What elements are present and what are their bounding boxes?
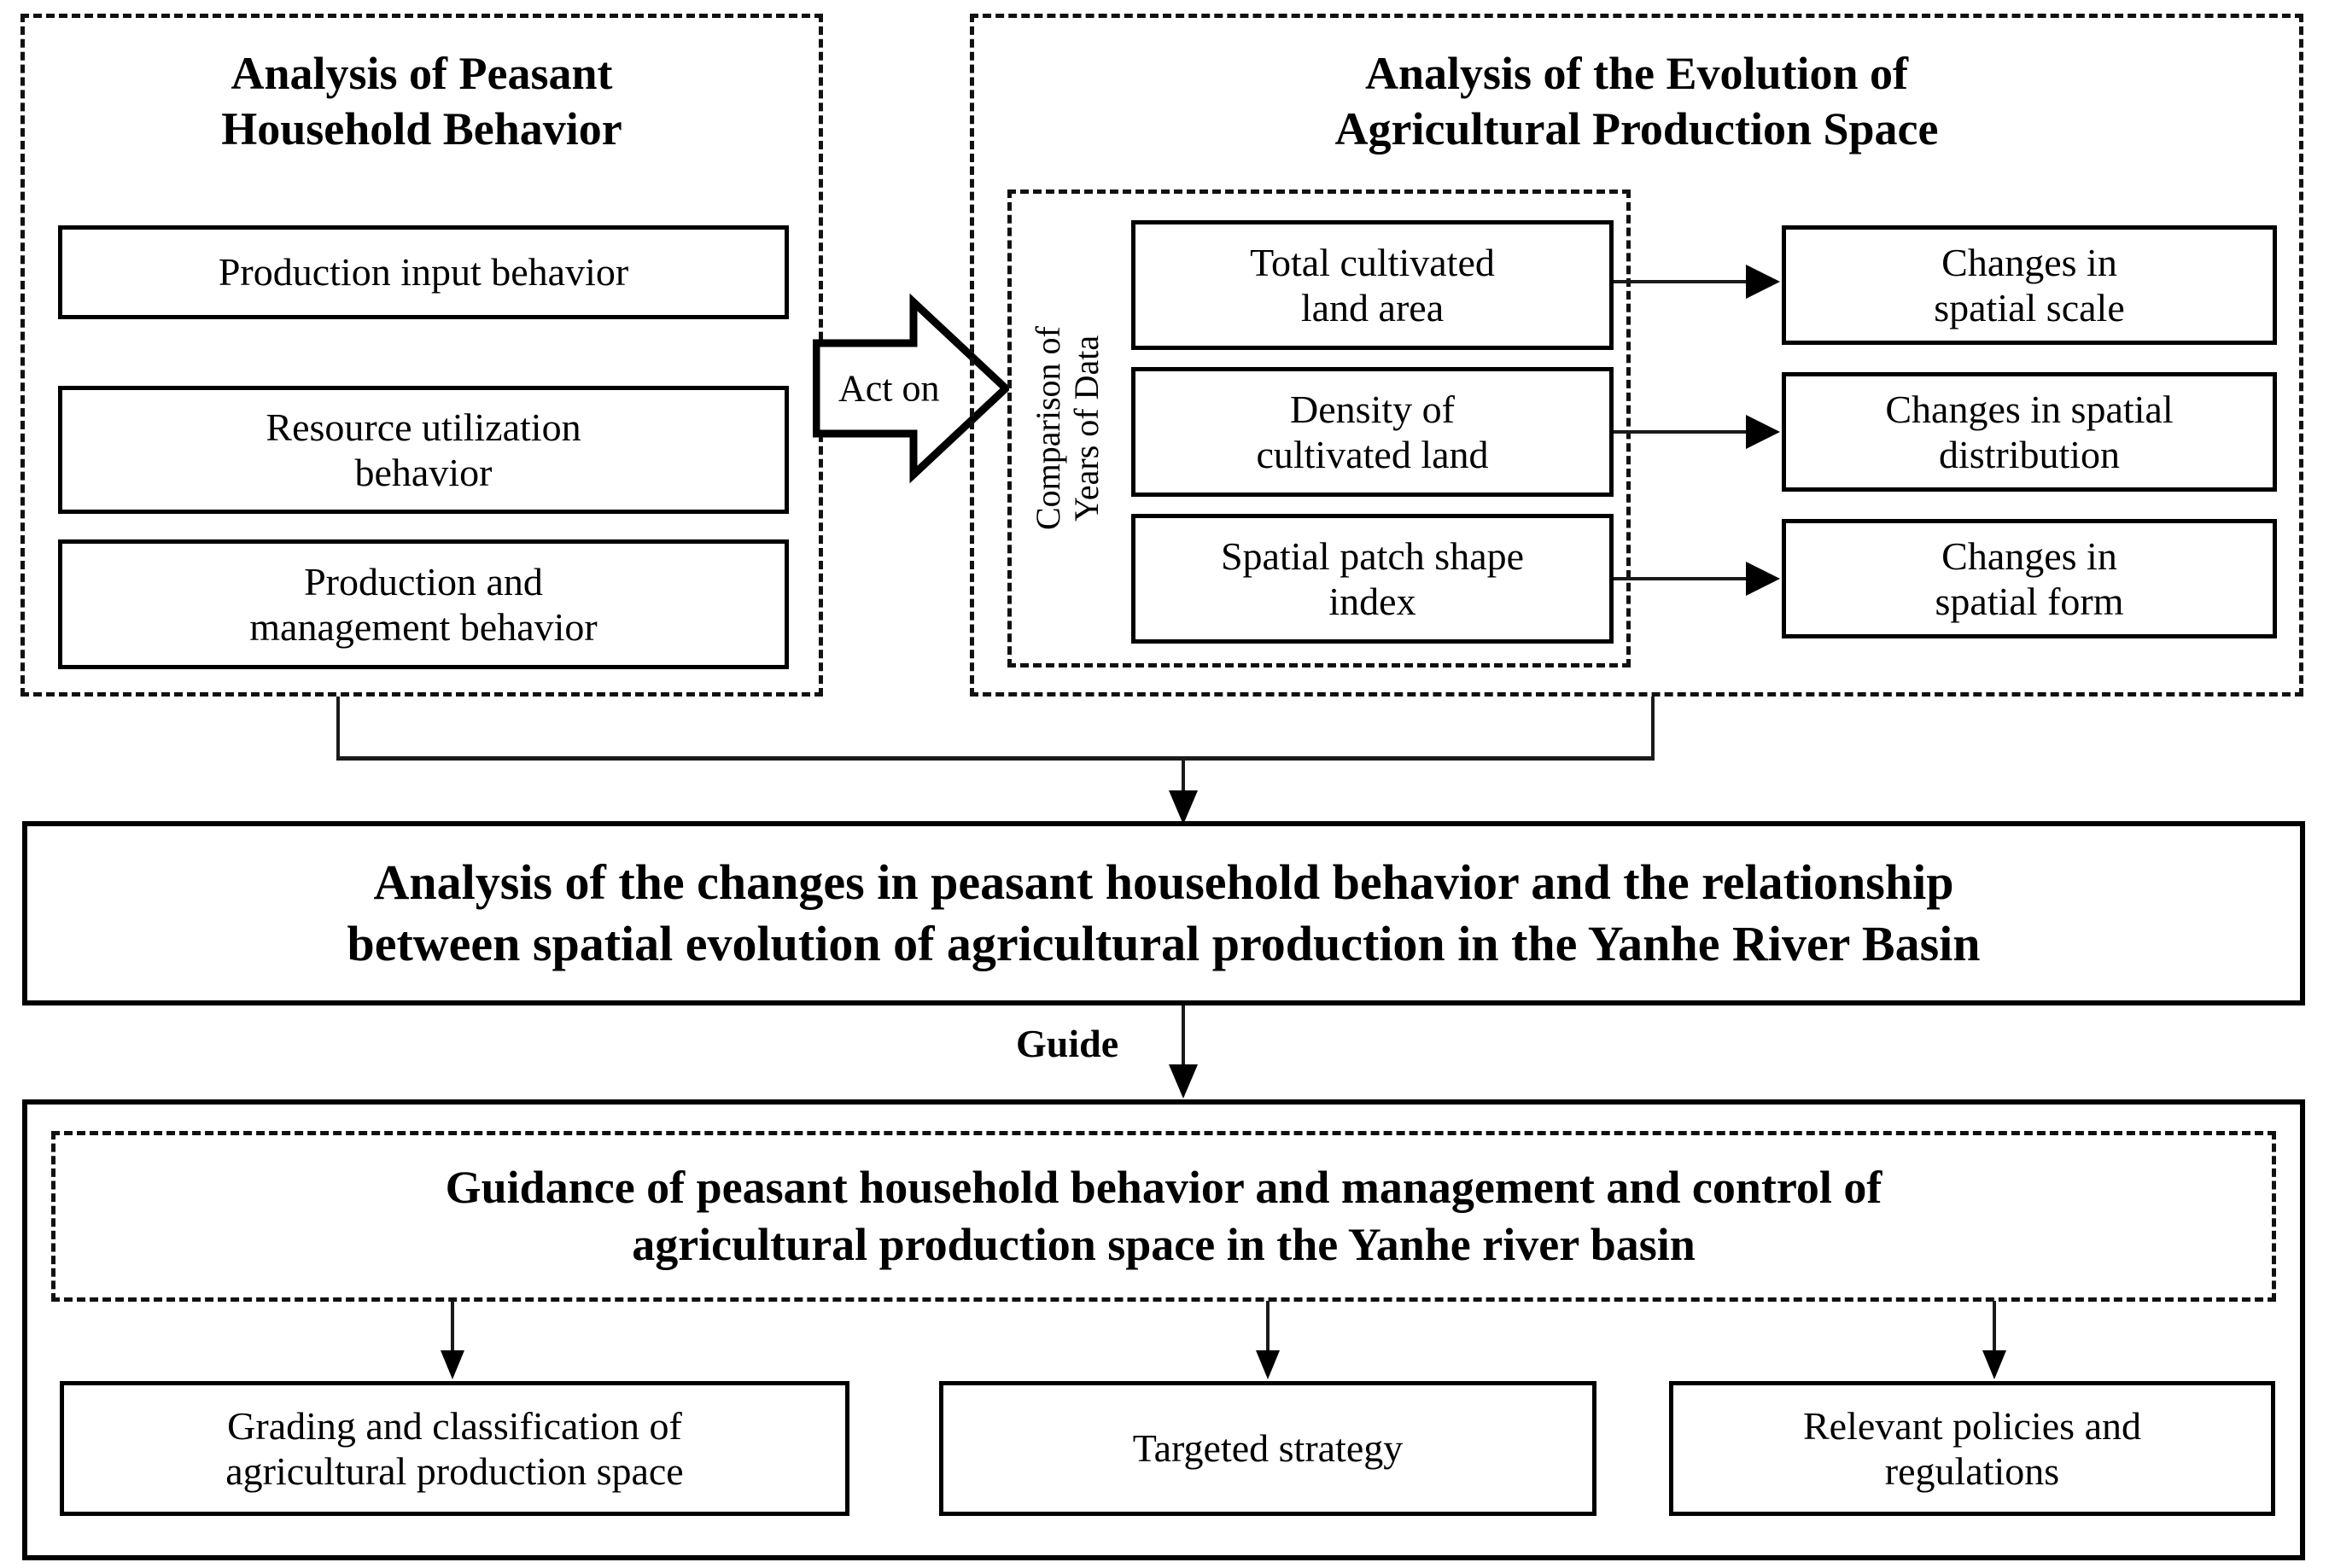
- left-panel-heading-line2: Household Behavior: [221, 103, 622, 154]
- join-line-down-stem: [1182, 756, 1185, 799]
- output-targeted-strategy[interactable]: Targeted strategy: [939, 1381, 1596, 1516]
- outcome-label: Changes in spatial distribution: [1885, 387, 2174, 476]
- right-panel-heading-line2: Agricultural Production Space: [1334, 103, 1939, 154]
- bottom-panel-heading-box[interactable]: Guidance of peasant household behavior a…: [51, 1131, 2276, 1302]
- act-on-arrow-icon: [812, 293, 1012, 484]
- metric-label: Spatial patch shape index: [1220, 533, 1525, 623]
- left-panel-heading: Analysis of Peasant Household Behavior: [38, 38, 806, 166]
- output-label: Grading and classification of agricultur…: [225, 1403, 684, 1493]
- right-panel-heading-line1: Analysis of the Evolution of: [1364, 48, 1909, 100]
- metric-total-cultivated-land-area[interactable]: Total cultivated land area: [1131, 220, 1614, 350]
- bottom-panel-heading-line1: Guidance of peasant household behavior a…: [445, 1162, 1882, 1214]
- metric-to-outcome-line-3: [1614, 577, 1746, 580]
- bottom-arrow-1: [441, 1350, 464, 1379]
- join-arrow-to-middle-box: [1169, 790, 1198, 825]
- bottom-arrow-line-1: [451, 1301, 454, 1357]
- outcome-changes-in-spatial-distribution[interactable]: Changes in spatial distribution: [1782, 372, 2277, 492]
- left-item-production-input-behavior[interactable]: Production input behavior: [58, 225, 789, 319]
- guide-connector-line: [1182, 1006, 1185, 1070]
- metric-to-outcome-line-2: [1614, 430, 1746, 434]
- metric-to-outcome-arrow-2: [1746, 415, 1780, 449]
- join-line-left-vertical: [336, 697, 340, 760]
- bottom-arrow-3: [1982, 1350, 2006, 1379]
- bottom-panel-heading-line2: agricultural production space in the Yan…: [632, 1219, 1696, 1270]
- bottom-arrow-line-2: [1266, 1301, 1270, 1357]
- metric-label: Total cultivated land area: [1250, 240, 1495, 329]
- middle-summary-box[interactable]: Analysis of the changes in peasant house…: [22, 821, 2305, 1006]
- act-on-block-arrow: Act on: [812, 290, 1012, 487]
- right-panel-container: [970, 14, 2303, 697]
- bottom-arrow-2: [1256, 1350, 1280, 1379]
- output-label: Targeted strategy: [1132, 1426, 1404, 1471]
- metric-density-of-cultivated-land[interactable]: Density of cultivated land: [1131, 367, 1614, 497]
- metric-to-outcome-arrow-3: [1746, 562, 1780, 596]
- left-panel-heading-line1: Analysis of Peasant: [231, 48, 613, 100]
- metric-label: Density of cultivated land: [1256, 387, 1489, 476]
- output-grading-and-classification[interactable]: Grading and classification of agricultur…: [60, 1381, 849, 1516]
- act-on-label: Act on: [838, 367, 940, 410]
- comparison-group-container: [1007, 189, 1631, 667]
- output-relevant-policies-and-regulations[interactable]: Relevant policies and regulations: [1669, 1381, 2275, 1516]
- middle-summary-line1: Analysis of the changes in peasant house…: [373, 854, 1954, 911]
- outcome-label: Changes in spatial form: [1935, 533, 2124, 623]
- left-item-resource-utilization-behavior[interactable]: Resource utilization behavior: [58, 386, 789, 514]
- right-panel-heading: Analysis of the Evolution of Agricultura…: [990, 38, 2283, 166]
- guide-connector-arrow: [1169, 1064, 1198, 1099]
- comparison-years-of-data-label: Comparison of Years of Data: [1029, 326, 1106, 531]
- metric-to-outcome-arrow-1: [1746, 265, 1780, 299]
- outcome-label: Changes in spatial scale: [1934, 240, 2125, 329]
- left-item-production-management-behavior[interactable]: Production and management behavior: [58, 539, 789, 669]
- left-item-label: Production input behavior: [218, 250, 629, 294]
- join-line-right-vertical: [1651, 697, 1655, 760]
- left-item-label: Production and management behavior: [249, 559, 598, 649]
- outcome-changes-in-spatial-scale[interactable]: Changes in spatial scale: [1782, 225, 2277, 345]
- metric-to-outcome-line-1: [1614, 280, 1746, 283]
- bottom-arrow-line-3: [1993, 1301, 1996, 1357]
- middle-summary-line2: between spatial evolution of agricultura…: [347, 916, 1981, 971]
- guide-label: Guide: [1016, 1022, 1119, 1065]
- join-line-horizontal: [336, 756, 1655, 761]
- output-label: Relevant policies and regulations: [1803, 1403, 2141, 1493]
- left-item-label: Resource utilization behavior: [266, 405, 581, 494]
- outcome-changes-in-spatial-form[interactable]: Changes in spatial form: [1782, 519, 2277, 638]
- metric-spatial-patch-shape-index[interactable]: Spatial patch shape index: [1131, 514, 1614, 644]
